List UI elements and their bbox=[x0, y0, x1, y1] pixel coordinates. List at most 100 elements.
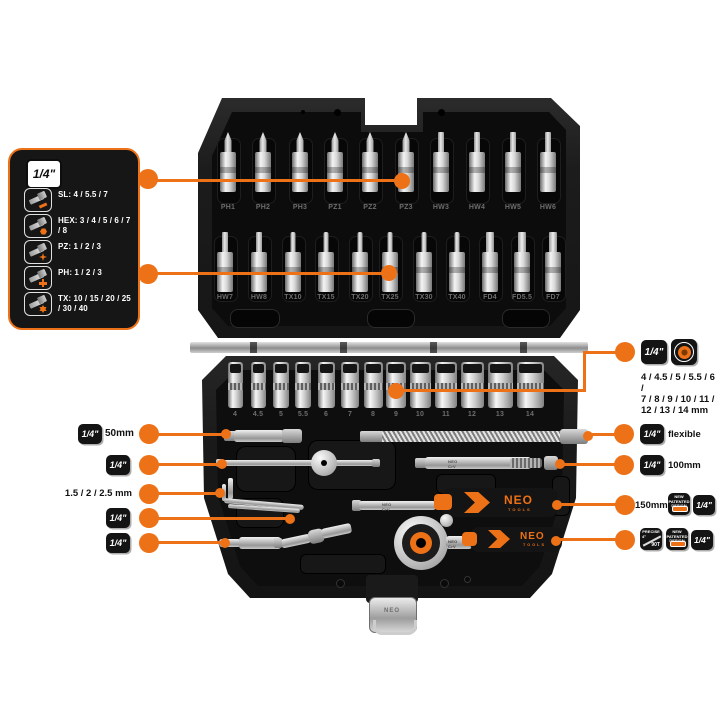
socket-sizes-text: 4 / 4.5 / 5 / 5.5 / 6 / 7 / 8 / 9 / 10 /… bbox=[641, 372, 717, 416]
tool-marking: NEO CrV bbox=[448, 459, 458, 469]
socket-item bbox=[318, 362, 335, 408]
base-rivet bbox=[440, 579, 449, 588]
callout-dot bbox=[139, 533, 159, 553]
socket-item bbox=[273, 362, 289, 408]
socket-sizes-line: 7 / 8 / 9 / 10 / 11 / bbox=[641, 394, 715, 405]
bit-label: FD4 bbox=[483, 294, 497, 301]
socket-label: 9 bbox=[393, 411, 399, 418]
case-hinge bbox=[190, 342, 588, 353]
socket-item bbox=[517, 362, 544, 408]
bit-label: TX25 bbox=[381, 294, 399, 301]
bit-label: PZ2 bbox=[363, 204, 377, 211]
bit-label: TX10 bbox=[284, 294, 302, 301]
lid-recess bbox=[502, 309, 550, 328]
drive-size-badge: 1/4" bbox=[640, 455, 664, 475]
bit-item bbox=[255, 130, 271, 210]
callout-line bbox=[149, 433, 226, 436]
bit-label: TX15 bbox=[317, 294, 335, 301]
socket-label: 4.5 bbox=[252, 411, 264, 418]
lid-hole bbox=[438, 109, 445, 116]
latch-brand-text: NEO bbox=[383, 608, 400, 614]
callout-dot bbox=[555, 459, 565, 469]
length-label: 100mm bbox=[668, 460, 701, 471]
bit-label: PH2 bbox=[255, 204, 271, 211]
panel-row-ph: PH: 1 / 2 / 3 bbox=[24, 266, 134, 292]
callout-dot bbox=[583, 431, 593, 441]
tool-marking: NEO CrV bbox=[382, 502, 392, 512]
callout-line bbox=[560, 463, 624, 466]
lid-recess bbox=[367, 309, 415, 328]
callout-line bbox=[148, 179, 402, 182]
socket-label: 10 bbox=[415, 411, 425, 418]
panel-row-pz: PZ: 1 / 2 / 3 bbox=[24, 240, 134, 266]
socket-item bbox=[410, 362, 431, 408]
base-rivet bbox=[336, 579, 345, 588]
bit-label: HW7 bbox=[216, 294, 234, 301]
socket-label: 5.5 bbox=[297, 411, 309, 418]
drive-size-badge: 1/4" bbox=[641, 340, 667, 364]
callout-dot bbox=[139, 424, 159, 444]
bit-label: HW3 bbox=[432, 204, 450, 211]
lid-recess bbox=[230, 309, 280, 328]
socket-item bbox=[488, 362, 513, 408]
socket-label: 13 bbox=[495, 411, 505, 418]
socket-label: 12 bbox=[467, 411, 477, 418]
drive-size-badge: 1/4" bbox=[78, 424, 102, 444]
bit-item bbox=[416, 230, 432, 310]
ratchet-handle: NEO TOOLS bbox=[462, 527, 562, 552]
handle-brand-text: NEO bbox=[504, 493, 534, 507]
callout-dot bbox=[220, 538, 230, 548]
panel-row-label: HEX: 3 / 4 / 5 / 6 / 7 / 8 bbox=[58, 216, 131, 235]
panel-row-sl: SL: 4 / 5.5 / 7 bbox=[24, 188, 134, 214]
callout-dot bbox=[139, 508, 159, 528]
socket-item bbox=[435, 362, 457, 408]
callout-line bbox=[557, 503, 625, 506]
callout-dot bbox=[552, 500, 562, 510]
bit-item bbox=[469, 130, 485, 210]
tray-pocket bbox=[300, 554, 386, 574]
callout-dot bbox=[285, 514, 295, 524]
bit-label: TX40 bbox=[448, 294, 466, 301]
drive-size-badge: 1/4" bbox=[106, 533, 130, 553]
bit-item bbox=[449, 230, 465, 310]
callout-line bbox=[588, 433, 624, 436]
callout-dot bbox=[551, 536, 561, 546]
precise-90t-badge: PRECISE 4° 90T bbox=[640, 528, 662, 550]
bit-label: TX30 bbox=[415, 294, 433, 301]
callout-dot bbox=[388, 383, 404, 399]
bit-item bbox=[398, 130, 414, 210]
socket-item bbox=[341, 362, 359, 408]
feature-label: flexible bbox=[668, 429, 701, 440]
bit-item bbox=[545, 230, 561, 310]
socket-sizes-line: 4 / 4.5 / 5 / 5.5 / 6 / bbox=[641, 372, 715, 394]
drive-size-badge: 1/4" bbox=[693, 495, 715, 515]
callout-dot bbox=[615, 495, 635, 515]
socket-label: 8 bbox=[370, 411, 376, 418]
bit-item bbox=[292, 130, 308, 210]
sl-bit-icon bbox=[24, 188, 52, 212]
socket-sizes-line: 12 / 13 / 14 mm bbox=[641, 405, 709, 416]
handle-brand-subtext: TOOLS bbox=[523, 543, 547, 547]
callout-dot bbox=[138, 264, 158, 284]
bit-item bbox=[433, 130, 449, 210]
socket-label: 11 bbox=[442, 411, 450, 418]
socket-label: 5 bbox=[278, 411, 284, 418]
drive-size-badge: 1/4" bbox=[26, 159, 62, 189]
new-patented-design-badge: NEW PATENTED DESIGN bbox=[668, 493, 690, 515]
bit-label: HW4 bbox=[468, 204, 486, 211]
tool-marking: NEO CrV bbox=[448, 539, 458, 549]
callout-line bbox=[149, 517, 290, 520]
bit-label: PZ3 bbox=[399, 204, 413, 211]
bit-label: TX20 bbox=[351, 294, 369, 301]
hex-key-sizes-label: 1.5 / 2 / 2.5 mm bbox=[64, 488, 132, 499]
handle-brand-text: NEO bbox=[520, 531, 545, 542]
bit-label: HW5 bbox=[504, 204, 522, 211]
callout-line bbox=[149, 541, 225, 544]
callout-dot bbox=[139, 455, 159, 475]
socket-item bbox=[364, 362, 383, 408]
bit-label: HW8 bbox=[250, 294, 268, 301]
socket-label: 4 bbox=[232, 411, 238, 418]
socket-label: 6 bbox=[323, 411, 329, 418]
bit-item bbox=[362, 130, 378, 210]
panel-row-label: PH: 1 / 2 / 3 bbox=[58, 268, 102, 277]
